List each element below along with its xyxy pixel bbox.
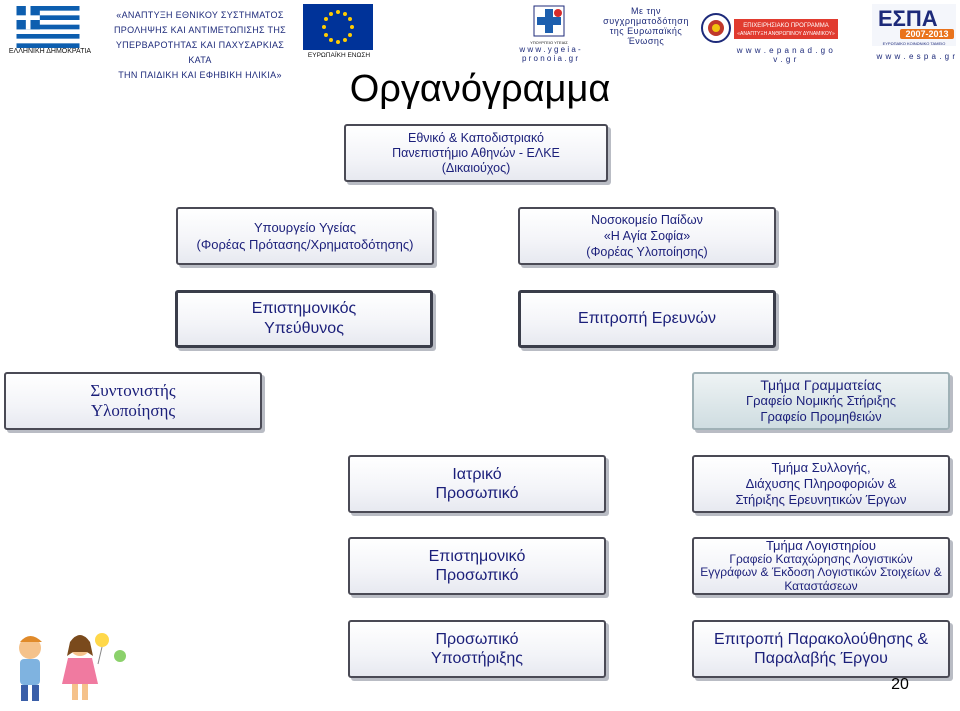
espa-years: 2007-2013 bbox=[905, 29, 948, 39]
data-collection-box: Τμήμα Συλλογής, Διάχυσης Πληροφοριών & Σ… bbox=[692, 455, 950, 513]
epan-logo-icon: ΕΠΙΧΕΙΡΗΣΙΑΚΟ ΠΡΟΓΡΑΜΜΑ «ΑΝΑΠΤΥΞΗ ΑΝΘΡΩΠ… bbox=[701, 13, 838, 43]
program-title: «ΑΝΑΠΤΥΞΗ ΕΘΝΙΚΟΥ ΣΥΣΤΗΜΑΤΟΣ ΠΡΟΛΗΨΗΣ ΚΑ… bbox=[113, 10, 287, 80]
ekpa-box: Εθνικό & Καποδιστριακό Πανεπιστήμιο Αθην… bbox=[344, 124, 608, 182]
espa-logo-icon: ΕΣΠΑ 2007-2013 ΕΥΡΩΠΑΪΚΟ ΚΟΙΝΩΝΙΚΟ ΤΑΜΕΙ… bbox=[872, 4, 956, 46]
eu-flag-icon bbox=[303, 4, 373, 50]
hospital-box: Νοσοκομείο Παίδων «Η Αγία Σοφία» (Φορέας… bbox=[518, 207, 776, 265]
eu-caption: ΕΥΡΩΠΑΪΚΗ ΕΝΩΣΗ bbox=[307, 52, 371, 59]
page-title: Οργανόγραμμα bbox=[349, 68, 611, 110]
accounting-box: Τμήμα Λογιστηρίου Γραφείο Καταχώρησης Λο… bbox=[692, 537, 950, 595]
monitoring-committee-box: Επιτροπή Παρακολούθησης & Παραλαβής Έργο… bbox=[692, 620, 950, 678]
epan-url: w w w . e p a n a d . g o v . g r bbox=[736, 46, 834, 64]
secretariat-box: Τμήμα Γραμματείας Γραφείο Νομικής Στήριξ… bbox=[692, 372, 950, 430]
epan-line-1: ΕΠΙΧΕΙΡΗΣΙΑΚΟ ΠΡΟΓΡΑΜΜΑ bbox=[743, 23, 828, 29]
header: ΕΛΛΗΝΙΚΗ ΔΗΜΟΚΡΑΤΙΑ «ΑΝΑΠΤΥΞΗ ΕΘΝΙΚΟΥ ΣΥ… bbox=[0, 0, 960, 80]
coordinator-box: Συντονιστής Υλοποίησης bbox=[4, 372, 262, 430]
medical-staff-box: Ιατρικό Προσωπικό bbox=[348, 455, 606, 513]
espa-sub: ΕΥΡΩΠΑΪΚΟ ΚΟΙΝΩΝΙΚΟ ΤΑΜΕΙΟ bbox=[883, 41, 946, 46]
research-committee-box: Επιτροπή Ερευνών bbox=[518, 290, 776, 348]
scientific-staff-box: Επιστημονικό Προσωπικό bbox=[348, 537, 606, 595]
scientific-lead-box: Επιστημονικός Υπεύθυνος bbox=[175, 290, 433, 348]
espa-text: ΕΣΠΑ bbox=[878, 6, 938, 31]
ministry-caption: ΥΠΟΥΡΓΕΙΟ ΥΓΕΙΑΣ bbox=[530, 40, 568, 45]
espa-url: w w w . e s p a . g r bbox=[876, 52, 956, 61]
support-staff-box: Προσωπικό Υποστήριξης bbox=[348, 620, 606, 678]
flag-caption: ΕΛΛΗΝΙΚΗ ΔΗΜΟΚΡΑΤΙΑ bbox=[8, 48, 92, 55]
ministry-health-logo-icon bbox=[533, 5, 565, 37]
children-illustration-icon bbox=[19, 633, 126, 701]
epan-line-2: «ΑΝΑΠΤΥΞΗ ΑΝΘΡΩΠΙΝΟΥ ΔΥΝΑΜΙΚΟΥ» bbox=[737, 31, 835, 37]
page-number: 20 bbox=[891, 676, 909, 693]
ministry-url: w w w . y g e i a - p r o n o i a . g r bbox=[519, 45, 581, 63]
ministry-box: Υπουργείο Υγείας (Φορέας Πρότασης/Χρηματ… bbox=[176, 207, 434, 265]
greek-flag-icon bbox=[16, 6, 80, 48]
cofinance-text: Με την συγχρηματοδότηση της Ευρωπαϊκής Έ… bbox=[603, 6, 689, 46]
